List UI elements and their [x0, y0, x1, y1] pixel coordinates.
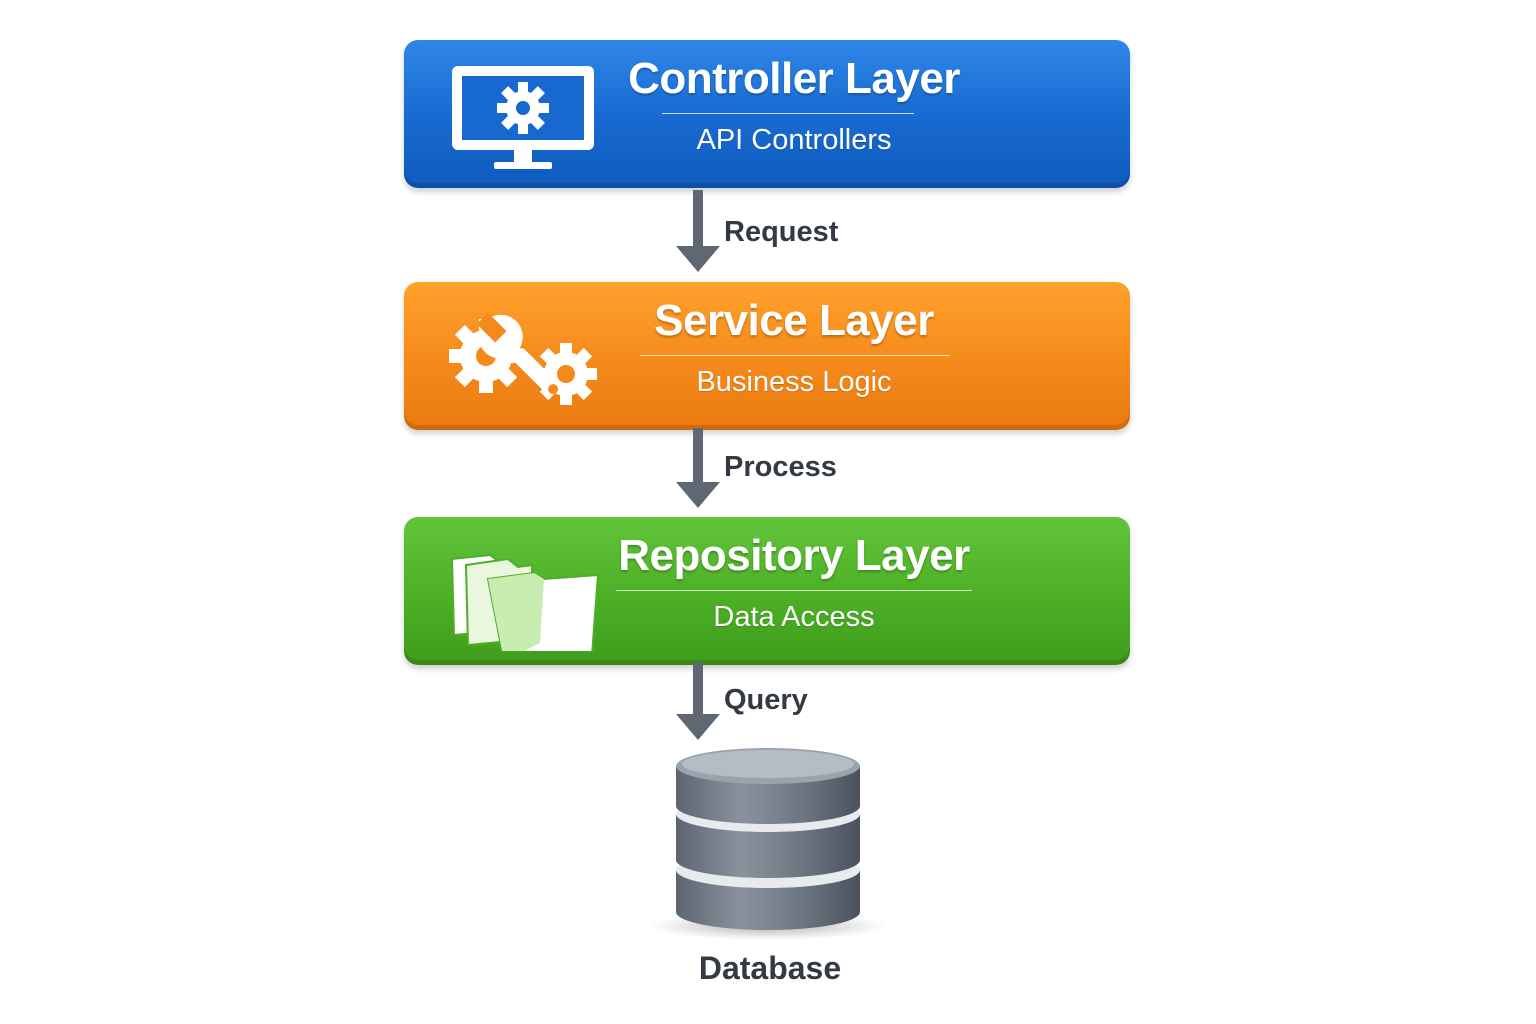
process-arrow	[676, 428, 720, 508]
controller-layer-subtitle: API Controllers	[696, 124, 892, 156]
database-icon	[648, 748, 888, 940]
gear-wrench-icon	[449, 312, 597, 405]
database-label: Database	[698, 950, 842, 986]
repository-layer-box: Repository Layer Data Access	[404, 517, 1130, 665]
repository-layer-divider	[616, 590, 972, 591]
request-arrow	[676, 190, 720, 272]
monitor-gear-icon	[452, 66, 594, 169]
service-layer-subtitle: Business Logic	[696, 366, 892, 398]
repository-layer-title: Repository Layer	[618, 531, 970, 580]
request-arrow-label: Request	[724, 216, 839, 248]
query-arrow-label: Query	[724, 684, 808, 716]
service-layer-divider	[640, 355, 950, 356]
controller-layer-title: Controller Layer	[628, 54, 960, 103]
process-arrow-label: Process	[724, 451, 837, 483]
repository-layer-subtitle: Data Access	[713, 601, 875, 633]
folders-icon	[450, 553, 600, 651]
service-layer-box: Service Layer Business Logic	[404, 282, 1130, 430]
query-arrow	[676, 662, 720, 740]
controller-layer-box: Controller Layer API Controllers	[404, 40, 1130, 188]
service-layer-title: Service Layer	[654, 296, 934, 345]
controller-layer-divider	[662, 113, 914, 114]
